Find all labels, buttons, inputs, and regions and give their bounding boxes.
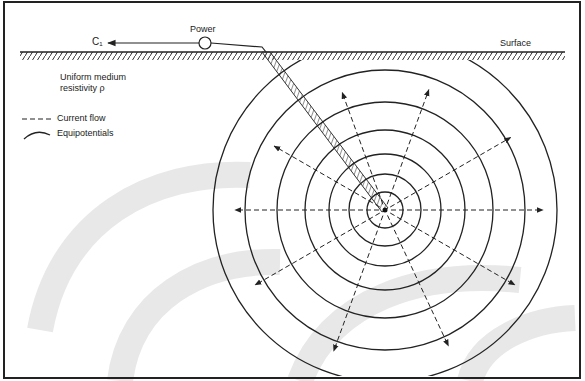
power-label: Power bbox=[190, 24, 216, 35]
current-flow-lines bbox=[235, 90, 543, 351]
current-flow-line bbox=[387, 90, 429, 205]
current-flow-line bbox=[274, 146, 380, 207]
current-source-point bbox=[383, 208, 388, 213]
power-circuit bbox=[108, 37, 266, 52]
current-flow-line bbox=[342, 93, 383, 205]
legend-text: Equipotentials bbox=[57, 128, 114, 139]
frame bbox=[4, 2, 580, 378]
current-flow-line bbox=[390, 213, 515, 285]
legend-text: Current flow bbox=[57, 113, 106, 124]
watermark bbox=[40, 175, 575, 381]
current-flow-line bbox=[391, 210, 543, 211]
current-flow-line bbox=[390, 138, 510, 208]
medium-label: Uniform medium resistivity ρ bbox=[60, 72, 140, 94]
equipotential-line bbox=[213, 60, 557, 376]
current-flow-line bbox=[255, 213, 380, 285]
equipotential-line bbox=[367, 192, 403, 228]
legend-sample-arc bbox=[24, 132, 50, 139]
ground-surface bbox=[20, 52, 565, 60]
legend-sample-dashed bbox=[22, 118, 52, 119]
electrode-label: C₁ bbox=[92, 36, 103, 47]
current-flow-line bbox=[388, 215, 449, 346]
equipotential-line bbox=[277, 102, 493, 318]
surface-label: Surface bbox=[500, 38, 531, 49]
equipotentials bbox=[213, 60, 557, 376]
current-flow-line bbox=[235, 210, 379, 211]
